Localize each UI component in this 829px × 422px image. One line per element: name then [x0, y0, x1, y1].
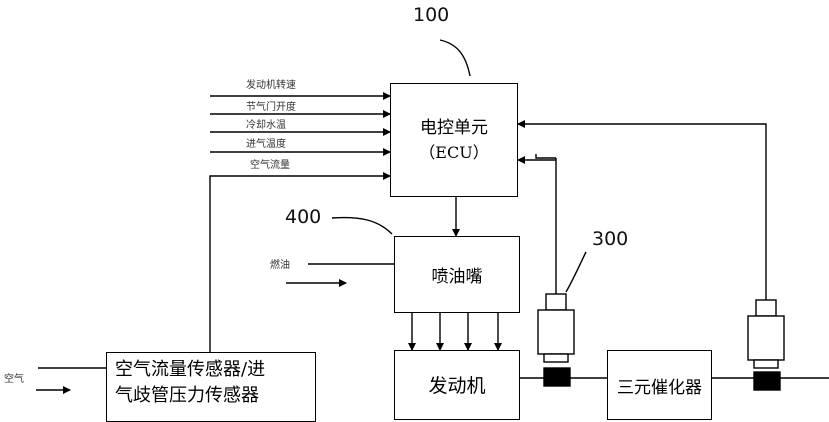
catalyst-title: 三元催化器 — [617, 378, 702, 398]
arrow-air-flow — [209, 172, 391, 352]
air-label: 空气 — [4, 374, 24, 385]
injector-box: 喷油嘴 — [394, 236, 520, 313]
input-label-engine-speed: 发动机转速 — [246, 80, 296, 91]
catalyst-box: 三元催化器 — [607, 350, 712, 420]
diagram-lines — [36, 39, 829, 394]
air-flow-sensor-box: 空气流量传感器/进 气歧管压力传感器 — [106, 352, 316, 422]
o2-sensor-2-feedback — [517, 120, 767, 300]
input-label-coolant: 冷却水温 — [246, 120, 286, 131]
air-flow-sensor-title-line2: 气歧管压力传感器 — [115, 385, 259, 406]
leader-100 — [439, 39, 471, 77]
o2-sensor-1 — [537, 293, 575, 387]
o2-sensor-2 — [747, 299, 785, 391]
input-label-throttle: 节气门开度 — [246, 102, 296, 113]
leader-300 — [565, 251, 587, 293]
air-flow-sensor-title-line1: 空气流量传感器/进 — [115, 359, 266, 380]
ref-100: 100 — [413, 4, 450, 26]
ref-300: 300 — [592, 228, 629, 250]
engine-box: 发动机 — [394, 350, 520, 420]
ref-400: 400 — [285, 206, 322, 228]
injector-title: 喷油嘴 — [431, 267, 483, 287]
fuel-label: 燃油 — [270, 260, 290, 271]
leader-400 — [331, 216, 393, 235]
ecu-subtitle: （ECU） — [419, 143, 489, 162]
ecu-box: 电控单元 （ECU） — [390, 83, 518, 197]
input-label-air-flow: 空气流量 — [250, 160, 290, 171]
input-label-intake-temp: 进气温度 — [246, 139, 286, 150]
o2-sensor-1-feedback — [535, 154, 556, 159]
ecu-title: 电控单元 — [420, 118, 488, 138]
engine-title: 发动机 — [428, 375, 486, 397]
